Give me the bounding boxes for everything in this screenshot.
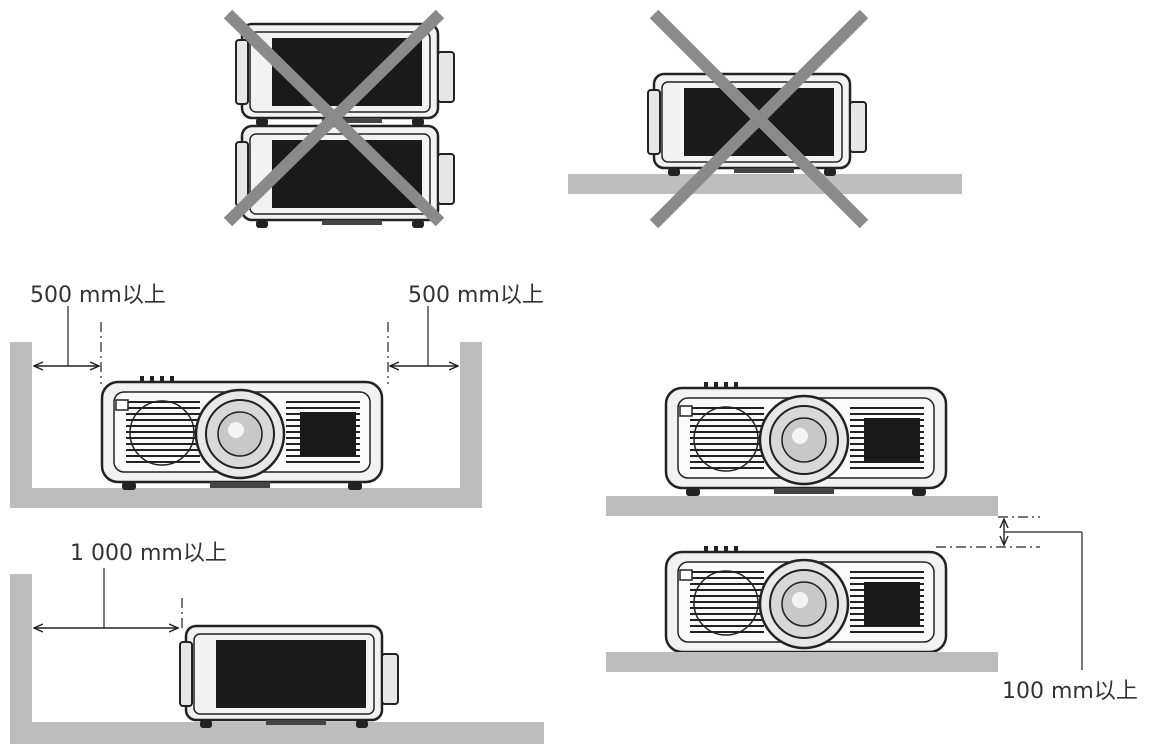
- side-clearance-right-label: 500 mm以上: [408, 283, 544, 308]
- cross-mark-icon: [223, 9, 445, 227]
- prohibited-stacking-example: [223, 9, 456, 230]
- rear-clearance-label: 1 000 mm以上: [70, 541, 227, 566]
- side-clearance-left-label: 500 mm以上: [30, 283, 166, 308]
- wall-and-floor: [10, 574, 544, 744]
- upper-shelf: [606, 496, 998, 516]
- cross-mark-icon: [649, 9, 869, 229]
- rear-clearance-example: 1 000 mm以上: [10, 541, 544, 744]
- side-clearance-example: 500 mm以上 500 mm以上: [10, 283, 544, 508]
- wall-enclosure: [10, 342, 482, 508]
- prohibited-tilt-example: [568, 9, 962, 229]
- vertical-clearance-example: 100 mm以上: [606, 380, 1138, 704]
- vertical-clearance-label: 100 mm以上: [1002, 679, 1138, 704]
- lower-shelf: [606, 652, 998, 672]
- floor-surface: [568, 174, 962, 194]
